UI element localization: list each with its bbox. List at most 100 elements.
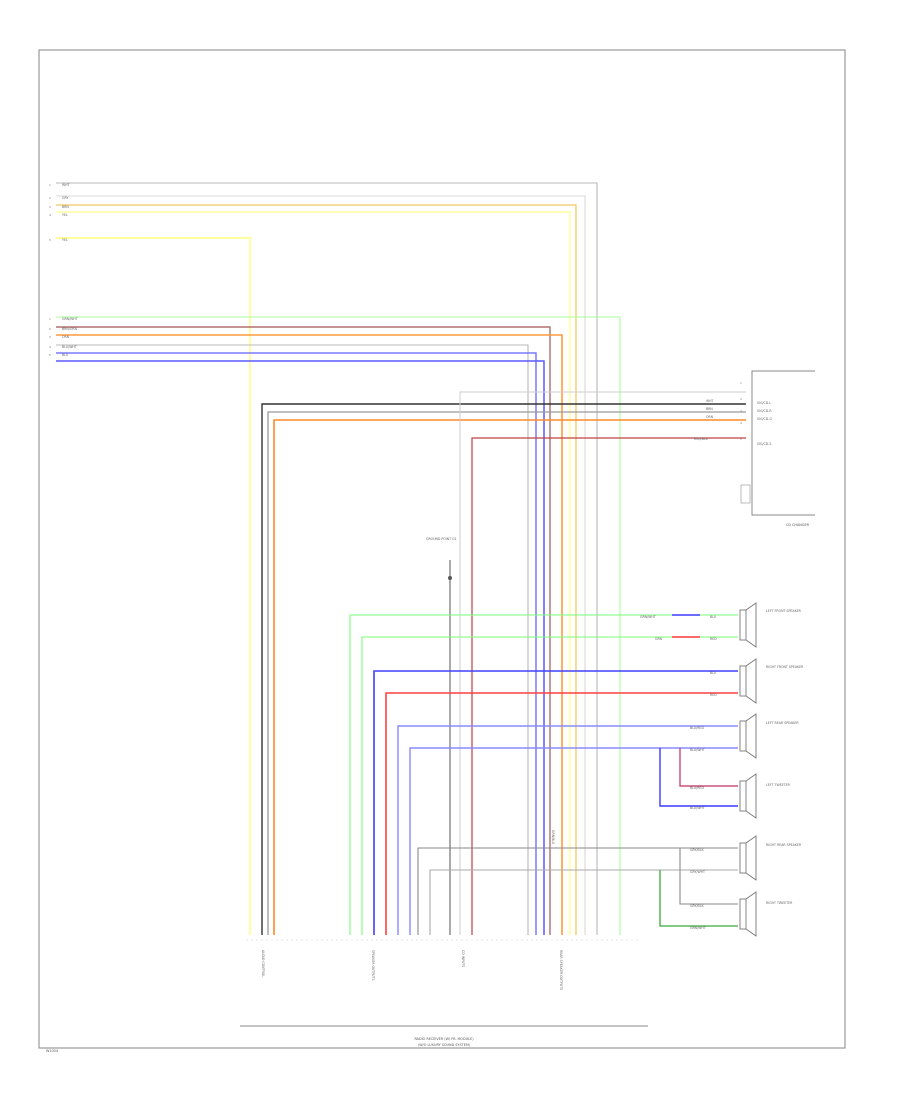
wire-blu-2 — [56, 360, 545, 935]
speaker-cone — [745, 658, 757, 704]
mid-wire-label: BLU/WHT — [62, 345, 77, 349]
wire-lf-b — [361, 636, 738, 935]
speaker-label: LEFT FRONT SPEAKER — [766, 609, 802, 613]
ground-wire-label: GRN/BLK — [551, 830, 555, 845]
speaker-magnet — [739, 665, 747, 697]
cd-wire-group — [261, 391, 746, 935]
mid-wire-pin: 4 — [49, 345, 51, 349]
wire-lr-b — [409, 747, 738, 935]
speaker-cone — [745, 773, 757, 819]
cd-wire-label: RED/BLK — [694, 437, 709, 441]
wire-blu — [56, 352, 537, 935]
speaker-magnet — [739, 720, 747, 752]
speaker-out-b: RED — [710, 637, 717, 641]
wire-lt-b — [659, 748, 738, 807]
cd-pin-num: 3 — [740, 409, 742, 413]
cd-pin-name: SIG/CD-G — [757, 417, 772, 421]
cd-changer-box — [751, 370, 815, 516]
top-wire-label: BRN — [62, 205, 69, 209]
mid-wire-pin: 5 — [49, 353, 51, 357]
cd-pin-name: SIG/CD-S — [757, 442, 771, 446]
wire-wht — [56, 182, 598, 935]
wire-cd-brn — [267, 411, 746, 935]
speaker-cone — [745, 835, 757, 881]
wire-brn — [56, 204, 577, 935]
mid-wire-label: BRN/ORN — [62, 327, 78, 331]
wire-yel-2 — [56, 237, 251, 935]
speaker-wire-a: GRN/WHT — [640, 615, 656, 619]
mid-wire-pin: 3 — [49, 335, 51, 339]
wire-rt-b — [659, 870, 738, 927]
mid-wire-label: ORN — [62, 335, 70, 339]
wire-gry — [56, 195, 586, 935]
mid-wire-label: GRN/WHT — [62, 317, 78, 321]
top-wire-label: GRY — [62, 196, 68, 200]
cd-pin-num: 4 — [740, 421, 742, 425]
speaker-label: LEFT REAR SPEAKER — [766, 721, 799, 725]
wire-blu-wht — [56, 344, 529, 935]
cd-wire-label: ORN — [706, 415, 714, 419]
mid-wire-pin: 2 — [49, 327, 51, 331]
speaker-out-a: BLU — [710, 671, 717, 675]
speaker-group: LEFT FRONT SPEAKER GRN/WHT GRN BLU RED R… — [640, 602, 804, 937]
speaker-magnet — [739, 842, 747, 874]
speaker-wire-group — [349, 614, 738, 935]
cd-changer-label: CD CHANGER — [786, 523, 810, 527]
speaker-right-rear: RIGHT REAR SPEAKER GRY/BLK GRY/WHT — [690, 835, 802, 881]
speaker-magnet — [739, 780, 747, 812]
wire-rr-b — [429, 869, 738, 935]
cd-pin-num: 2 — [740, 397, 742, 401]
top-wire-label: WHT — [62, 183, 70, 187]
page-frame — [38, 49, 846, 1049]
connector-group-label: SPEAKER OUTPUTS — [371, 950, 375, 981]
speaker-out-a: BLU/RED — [690, 726, 704, 730]
connector-group-label: CD INPUTS — [461, 950, 465, 967]
connector-group-label: REAR SPEAKER OUTPUTS — [559, 950, 563, 990]
speaker-right-tweeter: RIGHT TWEETER GRY/BLK GRN/WHT — [690, 891, 793, 937]
figure-id: W1004 — [46, 1049, 58, 1053]
cd-pin-num: 1 — [740, 381, 742, 385]
cd-wire-label: WHT — [706, 399, 714, 403]
cd-pin-name: SIG/CD-R — [757, 409, 772, 413]
top-wire-pin: 4 — [49, 213, 51, 217]
mid-wire-group: 1 GRN/WHT 2 BRN/ORN 3 ORN 4 BLU/WHT 5 BL… — [49, 316, 621, 935]
speaker-magnet — [739, 898, 747, 930]
cd-changer-connector — [740, 484, 751, 504]
wire-brn-orn — [56, 326, 551, 935]
cd-wire-label: BRN — [706, 407, 713, 411]
speaker-cone — [745, 602, 757, 648]
wire-lt-a — [679, 748, 738, 787]
wire-cd-orn — [273, 419, 746, 935]
speaker-out-b: BLU/WHT — [690, 748, 705, 752]
top-wire-pin: 3 — [49, 205, 51, 209]
connector-row: AUDIO CONTROL SPEAKER OUTPUTS CD INPUTS … — [246, 939, 640, 990]
wire-rr-a — [417, 847, 738, 935]
wire-cd-gray — [459, 391, 746, 935]
speaker-left-rear: LEFT REAR SPEAKER BLU/RED BLU/WHT — [690, 713, 799, 759]
wire-orn — [56, 334, 563, 935]
speaker-left-tweeter: LEFT TWEETER BLU/RED BLU/WHT — [690, 773, 791, 819]
speaker-label: RIGHT REAR SPEAKER — [766, 843, 802, 847]
speaker-out-a: GRY/BLK — [690, 848, 704, 852]
cd-pin-name: SIG/CD-L — [757, 401, 771, 405]
top-wire-pin: 1 — [49, 183, 51, 187]
top-wire-label: YEL — [62, 238, 68, 242]
wire-rt-a — [679, 848, 738, 905]
speaker-label: RIGHT FRONT SPEAKER — [766, 665, 804, 669]
wire-cd-red-blk — [471, 437, 746, 935]
cd-pin-num: 5 — [740, 437, 742, 441]
speaker-out-a: BLU — [710, 615, 717, 619]
top-wire-pin: 5 — [49, 238, 51, 242]
wire-yel — [56, 211, 571, 935]
connector-group-label: AUDIO CONTROL — [261, 950, 265, 977]
cd-changer: 1 2 3 4 5 WHT BRN ORN RED/BLK SIG/CD-L S… — [694, 370, 815, 527]
unit-caption-line2: (W/O LUXURY SOUND SYSTEM) — [418, 1043, 471, 1047]
wire-rf-b — [385, 692, 738, 935]
unit-caption-line1: RADIO RECEIVER (W/ FR. MODULE) — [414, 1037, 474, 1041]
mid-wire-label: BLU — [62, 353, 69, 357]
ground-dot — [448, 576, 452, 580]
wire-grn-wht — [56, 316, 621, 935]
speaker-cone — [745, 713, 757, 759]
speaker-wire-b: GRN — [655, 637, 663, 641]
